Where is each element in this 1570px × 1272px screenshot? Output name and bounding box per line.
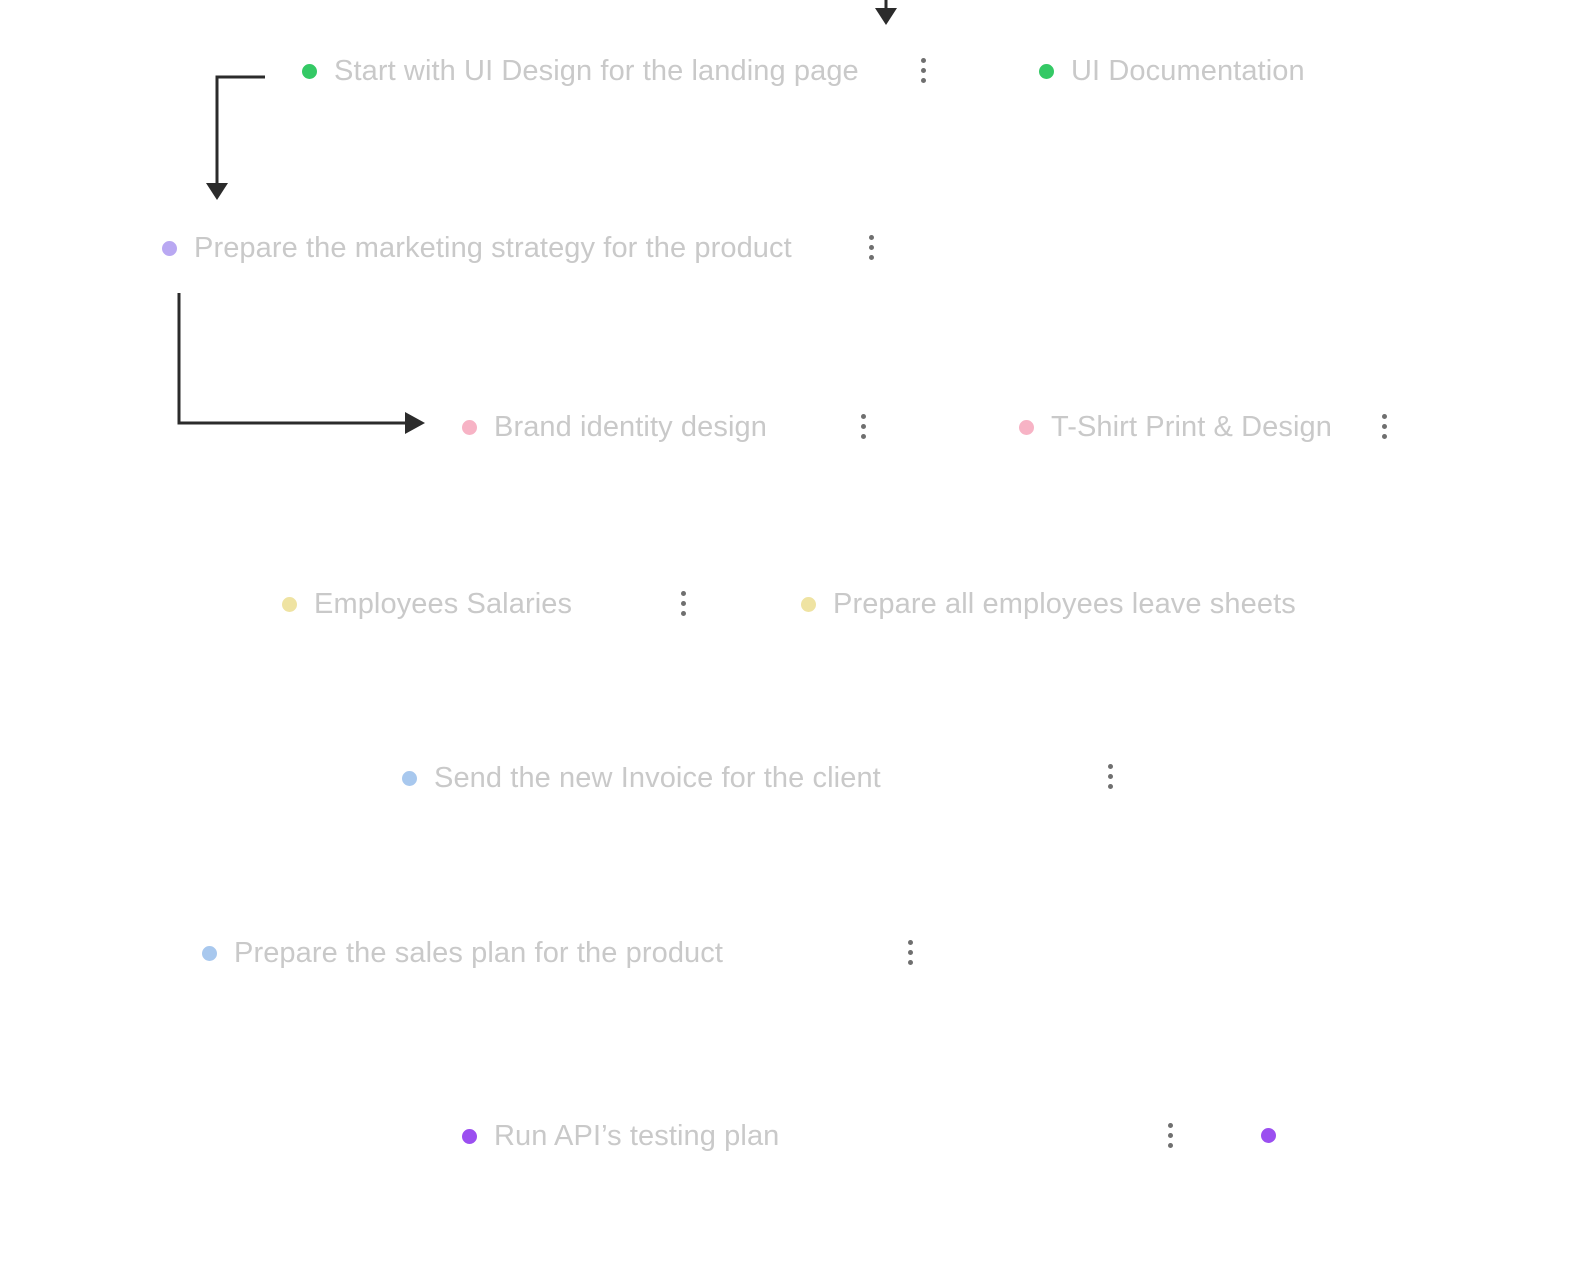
task-item[interactable]: UI Documentation xyxy=(1039,51,1305,91)
task-label: Prepare all employees leave sheets xyxy=(833,587,1296,620)
task-item[interactable]: T-Shirt Print & Design xyxy=(1019,407,1332,447)
task-label: UI Documentation xyxy=(1071,54,1305,87)
arrow-to-brand-identity xyxy=(177,293,425,434)
task-item[interactable]: Run API’s testing plan xyxy=(462,1116,779,1156)
task-item[interactable]: Send the new Invoice for the client xyxy=(402,758,881,798)
more-options-icon[interactable] xyxy=(911,50,935,90)
green-dot-icon xyxy=(1039,63,1054,79)
task-item[interactable]: Prepare the sales plan for the product xyxy=(202,933,723,973)
more-options-icon[interactable] xyxy=(671,583,695,623)
yellow-dot-icon xyxy=(282,596,297,612)
arrow-to-marketing-strategy xyxy=(206,75,265,200)
more-options-icon[interactable] xyxy=(1372,406,1396,446)
pink-dot-icon xyxy=(462,419,477,435)
blue-dot-icon xyxy=(202,945,217,961)
task-label: Prepare the marketing strategy for the p… xyxy=(194,231,792,264)
purple-dot-icon[interactable] xyxy=(1261,1128,1276,1143)
task-item[interactable]: Employees Salaries xyxy=(282,584,572,624)
task-label: Brand identity design xyxy=(494,410,767,443)
lavender-dot-icon xyxy=(162,240,177,256)
task-item[interactable]: Prepare all employees leave sheets xyxy=(801,584,1296,624)
task-label: Start with UI Design for the landing pag… xyxy=(334,54,859,87)
task-label: Send the new Invoice for the client xyxy=(434,761,881,794)
task-label: Employees Salaries xyxy=(314,587,573,620)
task-item[interactable]: Brand identity design xyxy=(462,407,767,447)
pink-dot-icon xyxy=(1019,419,1034,435)
purple-dot-icon xyxy=(462,1128,477,1144)
green-dot-icon xyxy=(302,63,317,79)
task-label: T-Shirt Print & Design xyxy=(1051,410,1333,443)
more-options-icon[interactable] xyxy=(859,227,883,267)
yellow-dot-icon xyxy=(801,596,816,612)
blue-dot-icon xyxy=(402,770,417,786)
more-options-icon[interactable] xyxy=(851,406,875,446)
task-label: Run API’s testing plan xyxy=(494,1119,780,1152)
task-item[interactable]: Start with UI Design for the landing pag… xyxy=(302,51,859,91)
arrow-top-down xyxy=(875,0,897,25)
more-options-icon[interactable] xyxy=(898,932,922,972)
more-options-icon[interactable] xyxy=(1158,1115,1182,1155)
task-label: Prepare the sales plan for the product xyxy=(234,936,724,969)
task-item[interactable]: Prepare the marketing strategy for the p… xyxy=(162,228,792,268)
more-options-icon[interactable] xyxy=(1098,756,1122,796)
